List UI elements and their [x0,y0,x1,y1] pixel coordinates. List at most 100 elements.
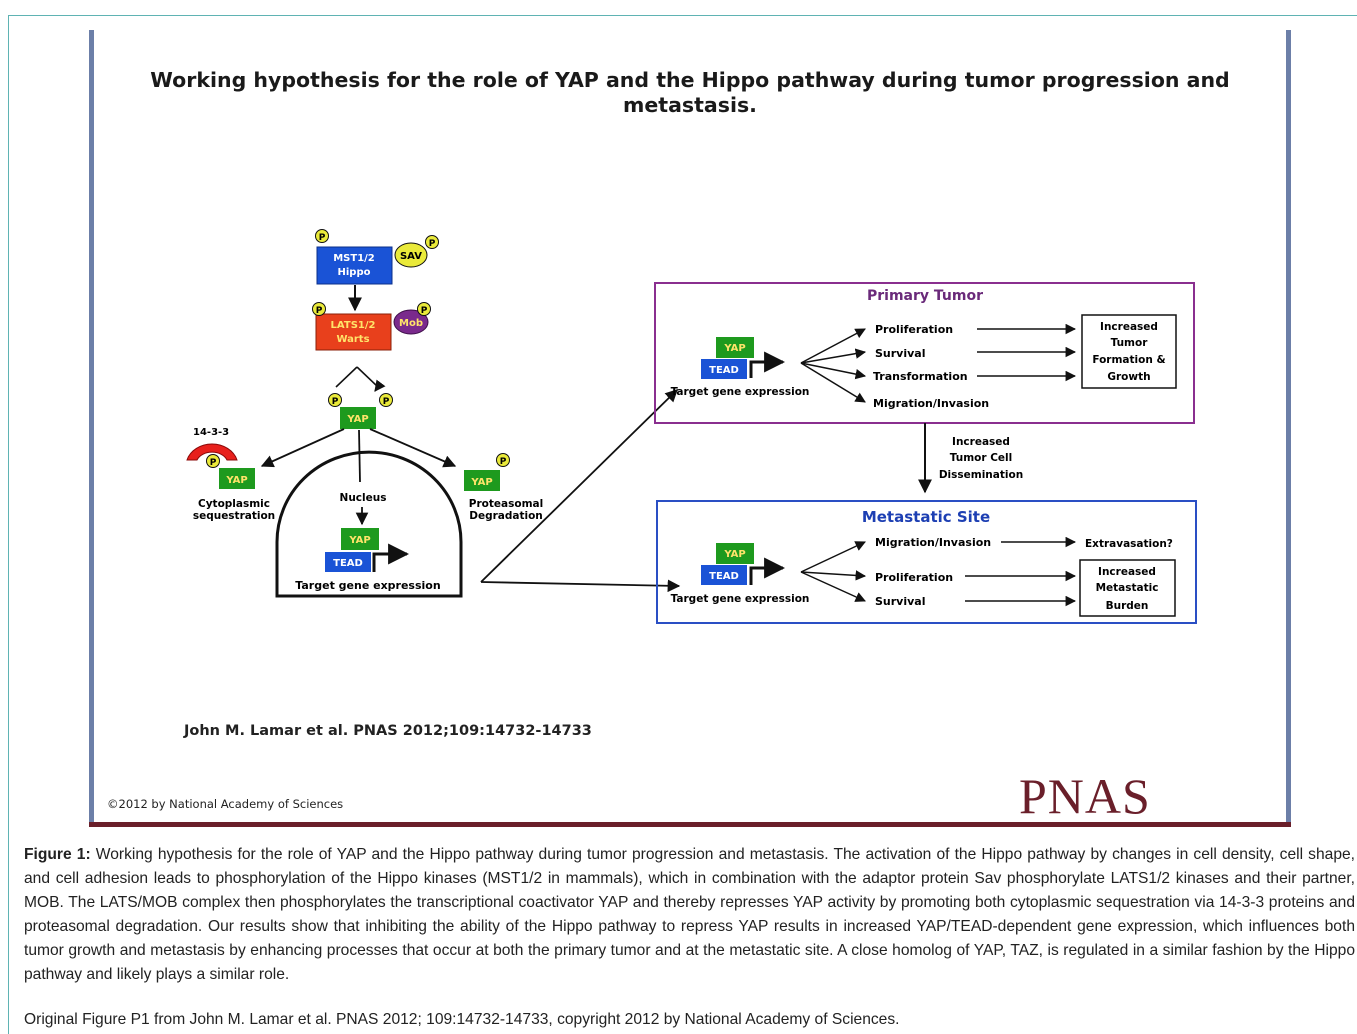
hippo-pathway-diagram: MST1/2 Hippo P SAV P LATS1/2 Warts P Mob… [186,229,1197,624]
slide-copyright: ©2012 by National Academy of Sciences [107,797,344,811]
met-outcome-box [1079,559,1176,617]
hippo-label: Hippo [338,267,371,278]
met-fan-1 [800,541,866,573]
warts-label: Warts [336,334,369,345]
deg-p-label: P [500,457,507,467]
mob-node: Mob P [393,302,431,335]
primary-fan-2 [800,348,867,364]
primary-outcome-1: Increased [1100,321,1158,333]
mst-phospho: P [315,229,329,243]
met-item-migration: Migration/Invasion [875,536,991,549]
figure-caption: Figure 1: Working hypothesis for the rol… [24,843,1355,987]
dissemination-3: Dissemination [939,469,1023,481]
sequestration-label: sequestration [193,510,275,522]
seq-yap-label: YAP [225,475,247,486]
mst-label: MST1/2 [333,253,375,264]
yap-center-label: YAP [346,414,368,425]
sav-label: SAV [400,251,422,262]
slide-left-border [89,30,94,827]
primary-tumor-box: Primary Tumor YAP TEAD Target gene expre… [654,282,1195,424]
nucleus-to-metastatic-arrow [480,579,681,593]
metastatic-site-box: Metastatic Site YAP TEAD Target gene exp… [656,500,1197,624]
figure-credit: Original Figure P1 from John M. Lamar et… [24,1011,900,1028]
sav-p-label: P [429,239,436,249]
dissemination-1: Increased [952,436,1010,448]
met-target-gene-label: Target gene expression [671,593,810,605]
primary-transcription-arrow [749,351,786,378]
met-outcome-3: Burden [1106,600,1149,612]
primary-tead-label: TEAD [709,365,739,376]
yap-to-nucleus-line [358,429,361,483]
label-14-3-3: 14-3-3 [193,427,229,438]
met-tead-label: TEAD [709,571,739,582]
primary-yap-label: YAP [723,343,745,354]
nucleus-outline [275,450,463,598]
caption-label: Figure 1: [24,846,91,863]
primary-target-gene-label: Target gene expression [671,386,810,398]
nucleus-to-primary-arrow [480,389,678,583]
nucleus: Nucleus YAP TEAD Target gene expression [275,450,463,598]
met-yap-label: YAP [723,549,745,560]
primary-outcome-4: Growth [1107,371,1150,383]
slide-title-line-2: metastasis. [623,93,757,117]
metastatic-title: Metastatic Site [862,508,990,526]
primary-outcome-2: Tumor [1111,337,1149,349]
proteasomal-label: Proteasomal [469,498,543,510]
extravasation-label: Extravasation? [1085,538,1173,550]
slide-citation: John M. Lamar et al. PNAS 2012;109:14732… [184,723,592,739]
lats-label: LATS1/2 [331,320,376,331]
figure-frame [8,15,1357,1034]
lats-warts-node: LATS1/2 Warts P [312,302,392,351]
nuc-tead-label: TEAD [333,558,363,569]
yap-to-sequestration-arrow [260,428,345,468]
primary-fan-4 [800,362,866,403]
mob-p-label: P [421,306,428,316]
mst-p-label: P [319,233,326,243]
mob-label: Mob [399,318,423,329]
primary-item-migration: Migration/Invasion [873,397,989,410]
lats-branch-right [356,366,379,388]
protein-14-3-3-shape [186,443,238,461]
slide-bottom-border [89,822,1291,827]
primary-fan-3 [800,362,867,380]
lats-p-label: P [316,306,323,316]
primary-fan-1 [800,328,866,364]
met-fan-3 [800,571,866,602]
yap-center-p2: P [383,397,390,407]
deg-yap-label: YAP [470,477,492,488]
yap-phospho-node: YAP P P [328,393,393,429]
primary-title: Primary Tumor [867,288,983,304]
yap-to-degradation-arrow [369,428,457,468]
pnas-logo: PNAS [1019,768,1151,824]
primary-item-transformation: Transformation [873,370,968,383]
yap-center-p1: P [332,397,339,407]
met-item-survival: Survival [875,595,925,608]
primary-item-survival: Survival [875,347,925,360]
met-outcome-1: Increased [1098,566,1156,578]
slide-title-line-1: Working hypothesis for the role of YAP a… [150,68,1230,92]
nuc-target-gene-label: Target gene expression [295,579,440,592]
seq-p-label: P [210,458,217,468]
primary-outcome-box [1081,314,1177,389]
met-transcription-arrow [749,557,786,585]
figure-slide: Working hypothesis for the role of YAP a… [89,30,1291,827]
nucleus-label: Nucleus [340,492,387,504]
mst-hippo-node: MST1/2 Hippo [316,246,393,285]
slide-right-border [1286,30,1291,827]
nuc-yap-label: YAP [348,535,370,546]
met-item-proliferation: Proliferation [875,571,953,584]
yap-14-3-3-complex: 14-3-3 P YAP Cytoplasmic sequestration [186,427,275,522]
met-fan-2 [800,570,867,581]
yap-degradation-node: YAP P Proteasomal Degradation [464,453,543,522]
degradation-label: Degradation [469,510,543,522]
slide-title: Working hypothesis for the role of YAP a… [89,68,1291,118]
cytoplasmic-label: Cytoplasmic [198,498,270,510]
primary-item-proliferation: Proliferation [875,323,953,336]
lats-branch-left [335,366,358,388]
nuc-transcription-arrow [372,543,410,572]
met-outcome-2: Metastatic [1096,582,1159,594]
sav-node: SAV P [394,235,439,268]
primary-outcome-3: Formation & [1092,354,1165,366]
lats-to-yap-arrow [374,379,386,392]
caption-text: Working hypothesis for the role of YAP a… [24,846,1355,983]
